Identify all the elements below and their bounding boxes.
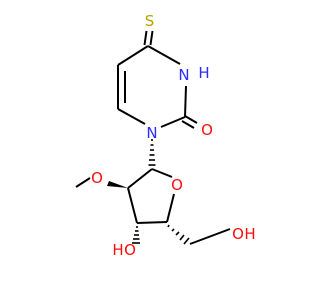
bond-c2-n1 xyxy=(160,116,186,128)
hash-c3-oh xyxy=(132,226,140,244)
atom-oxygen-carbonyl: O xyxy=(201,121,213,139)
atom-oxygen-ring: O xyxy=(171,176,183,194)
hash-c4-c5 xyxy=(167,224,190,245)
bond-c4-n3 xyxy=(147,45,181,65)
atom-hydrogen-n3: H xyxy=(198,64,209,82)
molecule-structure: S N H N O O O H O O H xyxy=(75,12,256,259)
glycosidic-hash-bond xyxy=(148,139,156,166)
bond-c4-s xyxy=(149,30,154,46)
wedge-c2-methoxy xyxy=(107,181,128,188)
bond-methoxy-ch3 xyxy=(75,177,91,188)
atom-nitrogen-1: N xyxy=(146,124,157,142)
atom-hydrogen-3oh: H xyxy=(112,241,123,259)
bond-n3-c2 xyxy=(184,85,187,118)
bond-n1-c6 xyxy=(117,108,146,125)
atom-nitrogen-3: N xyxy=(178,66,189,84)
bond-o4-c4 xyxy=(166,193,175,223)
bond-c5-o5 xyxy=(189,228,231,245)
atom-hydrogen-5oh: H xyxy=(244,225,255,243)
bond-c2-o-double xyxy=(181,120,195,129)
bond-c4-s-double xyxy=(143,30,148,46)
atom-sulfur: S xyxy=(145,12,155,30)
bond-c3-c2 xyxy=(127,187,138,224)
bond-c5-c4 xyxy=(117,45,149,66)
bond-c2-c1 xyxy=(127,168,153,189)
atom-oxygen-methoxy: O xyxy=(91,169,103,187)
bond-c2-o xyxy=(184,115,198,124)
bond-c1-o4 xyxy=(151,168,173,178)
atom-oxygen-5oh: O xyxy=(232,225,244,243)
bond-c4-c3 xyxy=(136,221,168,224)
atom-oxygen-3oh: O xyxy=(124,241,136,259)
